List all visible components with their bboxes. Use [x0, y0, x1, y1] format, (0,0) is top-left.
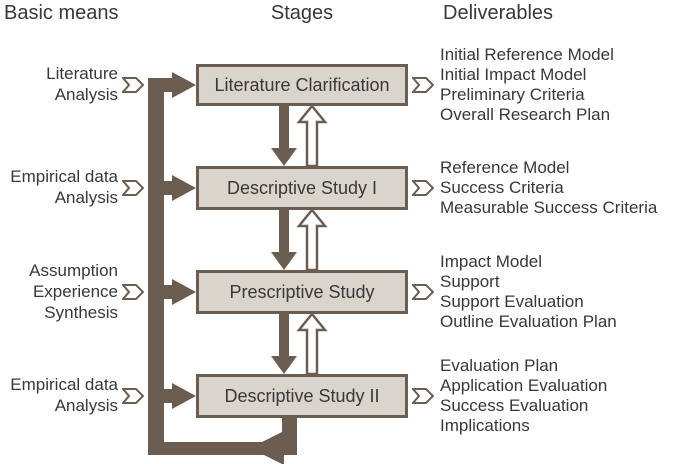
means-line: Synthesis [44, 303, 118, 322]
deliverable-item: Initial Impact Model [440, 65, 587, 84]
header-deliverables: Deliverables [443, 2, 554, 24]
deliverables-list-row-1: Initial Reference Model Initial Impact M… [440, 45, 614, 125]
up-arrow-gap-1 [296, 104, 328, 168]
means-label-row-1: Literature Analysis [0, 63, 118, 105]
stage-label: Descriptive Study I [226, 177, 378, 198]
stage-box-descriptive-study-2: Descriptive Study II [196, 374, 408, 418]
deliverable-item: Impact Model [440, 252, 543, 271]
means-line: Assumption [29, 261, 118, 280]
spine-arrow-stage-4 [150, 383, 196, 409]
deliverable-item: Overall Research Plan [440, 105, 611, 124]
stage-box-literature-clarification: Literature Clarification [196, 64, 408, 106]
down-arrow-gap-2 [271, 210, 297, 270]
chevron-right-icon [412, 180, 434, 196]
chevron-right-icon [412, 77, 434, 93]
deliverable-item: Support [440, 272, 500, 291]
stage-label: Prescriptive Study [229, 281, 375, 302]
deliverables-list-row-2: Reference Model Success Criteria Measura… [440, 158, 657, 218]
means-line: Analysis [54, 188, 118, 207]
chevron-right-icon [122, 77, 144, 93]
spine-line [148, 78, 164, 455]
means-line: Empirical data [10, 167, 118, 186]
means-line: Empirical data [10, 375, 118, 394]
chevron-right-icon [122, 388, 144, 404]
deliverable-item: Initial Reference Model [440, 45, 614, 64]
deliverable-item: Measurable Success Criteria [440, 198, 658, 217]
deliverable-item: Preliminary Criteria [440, 85, 585, 104]
means-label-row-3: Assumption Experience Synthesis [0, 260, 118, 323]
deliverable-item: Implications [440, 416, 530, 435]
stage-label: Literature Clarification [214, 74, 390, 95]
means-line: Analysis [54, 396, 118, 415]
down-arrow-gap-3 [271, 314, 297, 374]
means-line: Experience [32, 282, 118, 301]
chevron-right-icon [122, 284, 144, 300]
deliverable-item: Support Evaluation [440, 292, 584, 311]
deliverable-item: Evaluation Plan [440, 356, 559, 375]
means-line: Analysis [54, 85, 118, 104]
chevron-right-icon [412, 388, 434, 404]
header-basic-means: Basic means [4, 2, 119, 24]
deliverable-item: Success Evaluation [440, 396, 589, 415]
chevron-right-icon [122, 180, 144, 196]
up-arrow-gap-3 [296, 312, 328, 376]
deliverable-item: Reference Model [440, 158, 570, 177]
deliverables-list-row-4: Evaluation Plan Application Evaluation S… [440, 356, 607, 436]
chevron-right-icon [412, 284, 434, 300]
down-arrow-gap-1 [271, 106, 297, 166]
means-label-row-2: Empirical data Analysis [0, 166, 118, 208]
deliverable-item: Application Evaluation [440, 376, 608, 395]
stage-box-prescriptive-study: Prescriptive Study [196, 270, 408, 314]
spine-arrow-stage-1 [150, 72, 196, 98]
feedback-loop-left-arrowhead [250, 431, 284, 464]
deliverable-item: Success Criteria [440, 178, 564, 197]
means-line: Literature [46, 64, 118, 83]
spine-arrow-stage-2 [150, 175, 196, 201]
deliverable-item: Outline Evaluation Plan [440, 312, 617, 331]
header-stages: Stages [270, 2, 334, 24]
stage-label: Descriptive Study II [224, 385, 380, 406]
spine-arrow-stage-3 [150, 279, 196, 305]
deliverables-list-row-3: Impact Model Support Support Evaluation … [440, 252, 617, 332]
means-label-row-4: Empirical data Analysis [0, 374, 118, 416]
feedback-loop-drop-line [282, 416, 297, 455]
up-arrow-gap-2 [296, 208, 328, 272]
stage-box-descriptive-study-1: Descriptive Study I [196, 166, 408, 210]
